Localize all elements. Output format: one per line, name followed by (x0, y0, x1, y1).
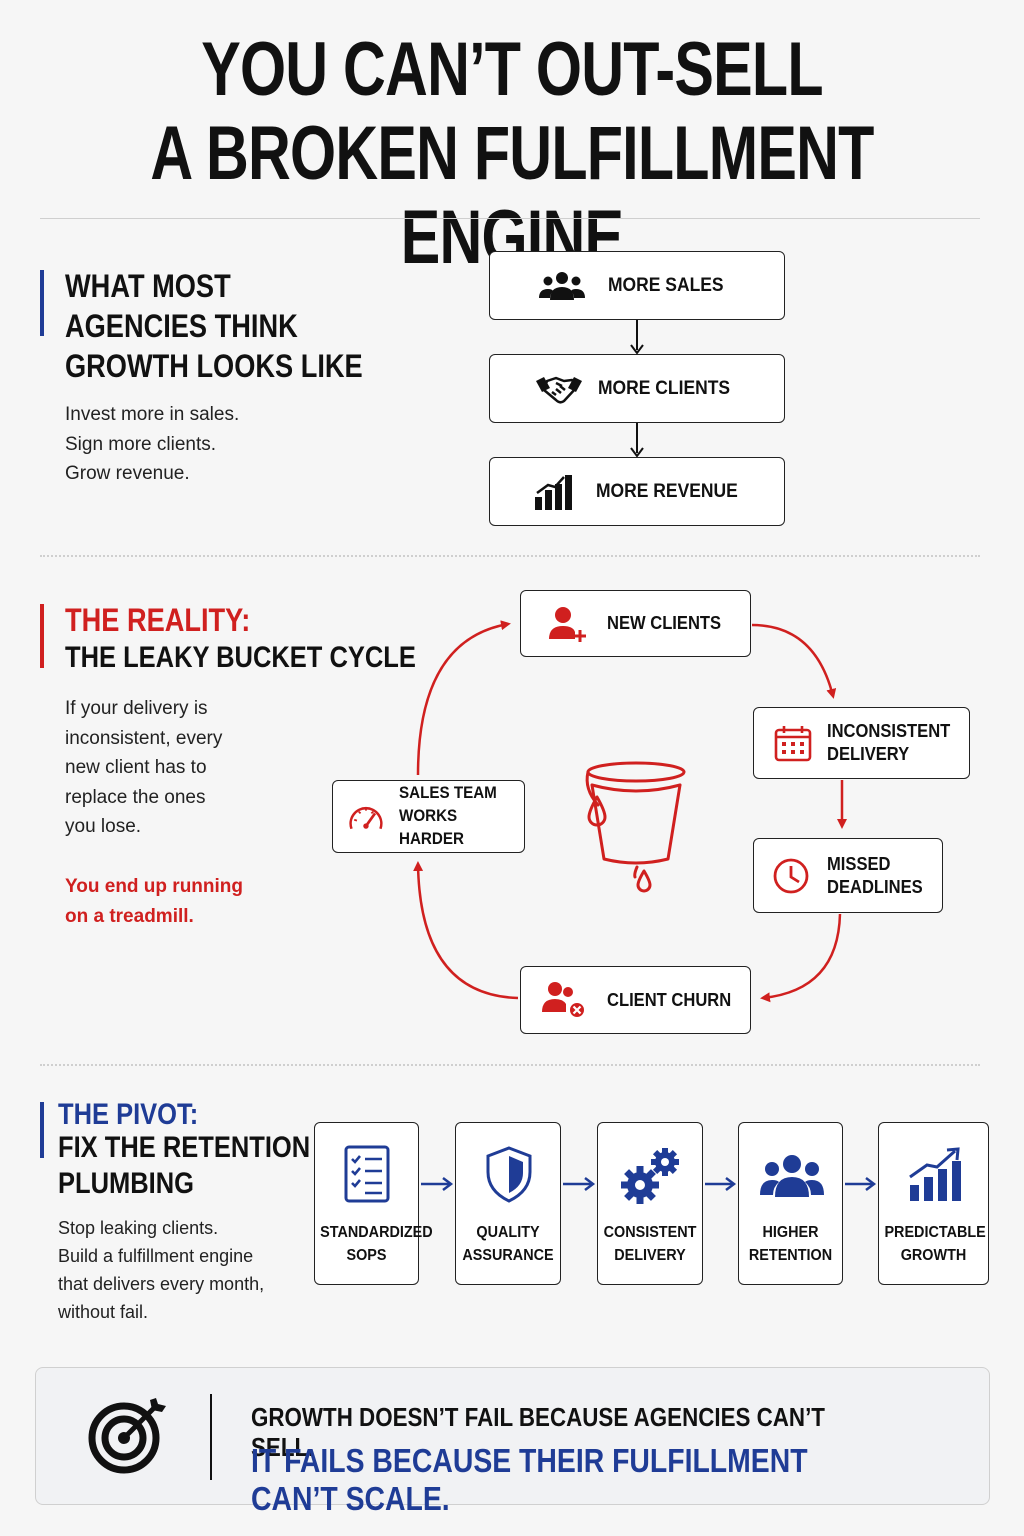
cycle-label: NEW CLIENTS (607, 613, 722, 633)
section3-accent-bar (40, 1102, 44, 1158)
flow-arrows (630, 320, 644, 457)
group-icon (760, 1155, 824, 1197)
flow-box-more-revenue: MORE REVENUE (489, 457, 785, 526)
section2-callout: You end up running on a treadmill. (65, 876, 244, 927)
section-divider-1 (40, 555, 980, 557)
section2-heading-red: THE REALITY: (65, 602, 251, 638)
section1-body: Invest more in sales. Sign more clients.… (65, 404, 240, 484)
footer-line-2: IT FAILS BECAUSE THEIR FULFILLMENT CAN’T… (251, 1442, 808, 1517)
bar-chart-icon (535, 474, 572, 510)
section2-body: If your delivery is inconsistent, every … (65, 698, 223, 837)
cycle-label: CLIENT CHURN (607, 989, 732, 1010)
flow-box-more-clients: MORE CLIENTS (489, 354, 785, 423)
cycle-label: SALES TEAM WORKS HARDER (398, 784, 497, 848)
section1-accent-bar (40, 270, 44, 336)
section3-body: Stop leaking clients. Build a fulfillmen… (58, 1218, 265, 1322)
section2-accent-bar (40, 604, 44, 668)
page-title-line-1: YOU CAN’T OUT-SELL (201, 27, 823, 112)
page-title-line-2: A BROKEN FULFILLMENT ENGINE (150, 111, 874, 280)
flow-label: MORE REVENUE (596, 481, 738, 502)
title-divider (40, 218, 980, 219)
clock-icon (773, 858, 809, 893)
cycle-label: INCONSISTENT DELIVERY (827, 721, 951, 764)
gears-icon (621, 1148, 679, 1204)
cycle-box-missed-deadlines: MISSED DEADLINES (753, 838, 943, 913)
section3-heading: FIX THE RETENTION PLUMBING (58, 1131, 311, 1200)
flow-label: MORE SALES (608, 275, 724, 296)
calendar-icon (774, 726, 812, 762)
group-icon (539, 271, 585, 300)
cycle-box-client-churn: CLIENT CHURN (520, 966, 751, 1034)
leaking-bucket-icon (585, 761, 686, 893)
add-user-icon (549, 606, 586, 642)
flow-label: MORE CLIENTS (598, 378, 731, 399)
speedometer-icon (349, 806, 383, 829)
footer-line-1: GROWTH DOESN’T FAIL BECAUSE AGENCIES CAN… (251, 1402, 825, 1462)
footer-divider (210, 1394, 212, 1480)
shield-icon (486, 1146, 532, 1203)
cycle-box-new-clients: NEW CLIENTS (520, 590, 751, 657)
checklist-icon (344, 1145, 390, 1203)
handshake-icon (536, 376, 582, 404)
target-icon (88, 1398, 166, 1474)
step-arrows (421, 1177, 877, 1191)
cycle-arrows (413, 620, 847, 1003)
section2-heading: THE LEAKY BUCKET CYCLE (65, 641, 416, 674)
cycle-box-sales-team: SALES TEAM WORKS HARDER (332, 780, 525, 853)
flow-box-more-sales: MORE SALES (489, 251, 785, 320)
section-divider-2 (40, 1064, 980, 1066)
cycle-label: MISSED DEADLINES (827, 853, 923, 897)
section1-heading: WHAT MOST AGENCIES THINK GROWTH LOOKS LI… (65, 268, 363, 384)
cycle-box-inconsistent-delivery: INCONSISTENT DELIVERY (753, 707, 970, 779)
remove-user-icon (542, 982, 586, 1019)
growth-chart-icon (909, 1147, 961, 1201)
footer-banner: GROWTH DOESN’T FAIL BECAUSE AGENCIES CAN… (35, 1367, 990, 1517)
section3-heading-blue: THE PIVOT: (58, 1098, 199, 1131)
